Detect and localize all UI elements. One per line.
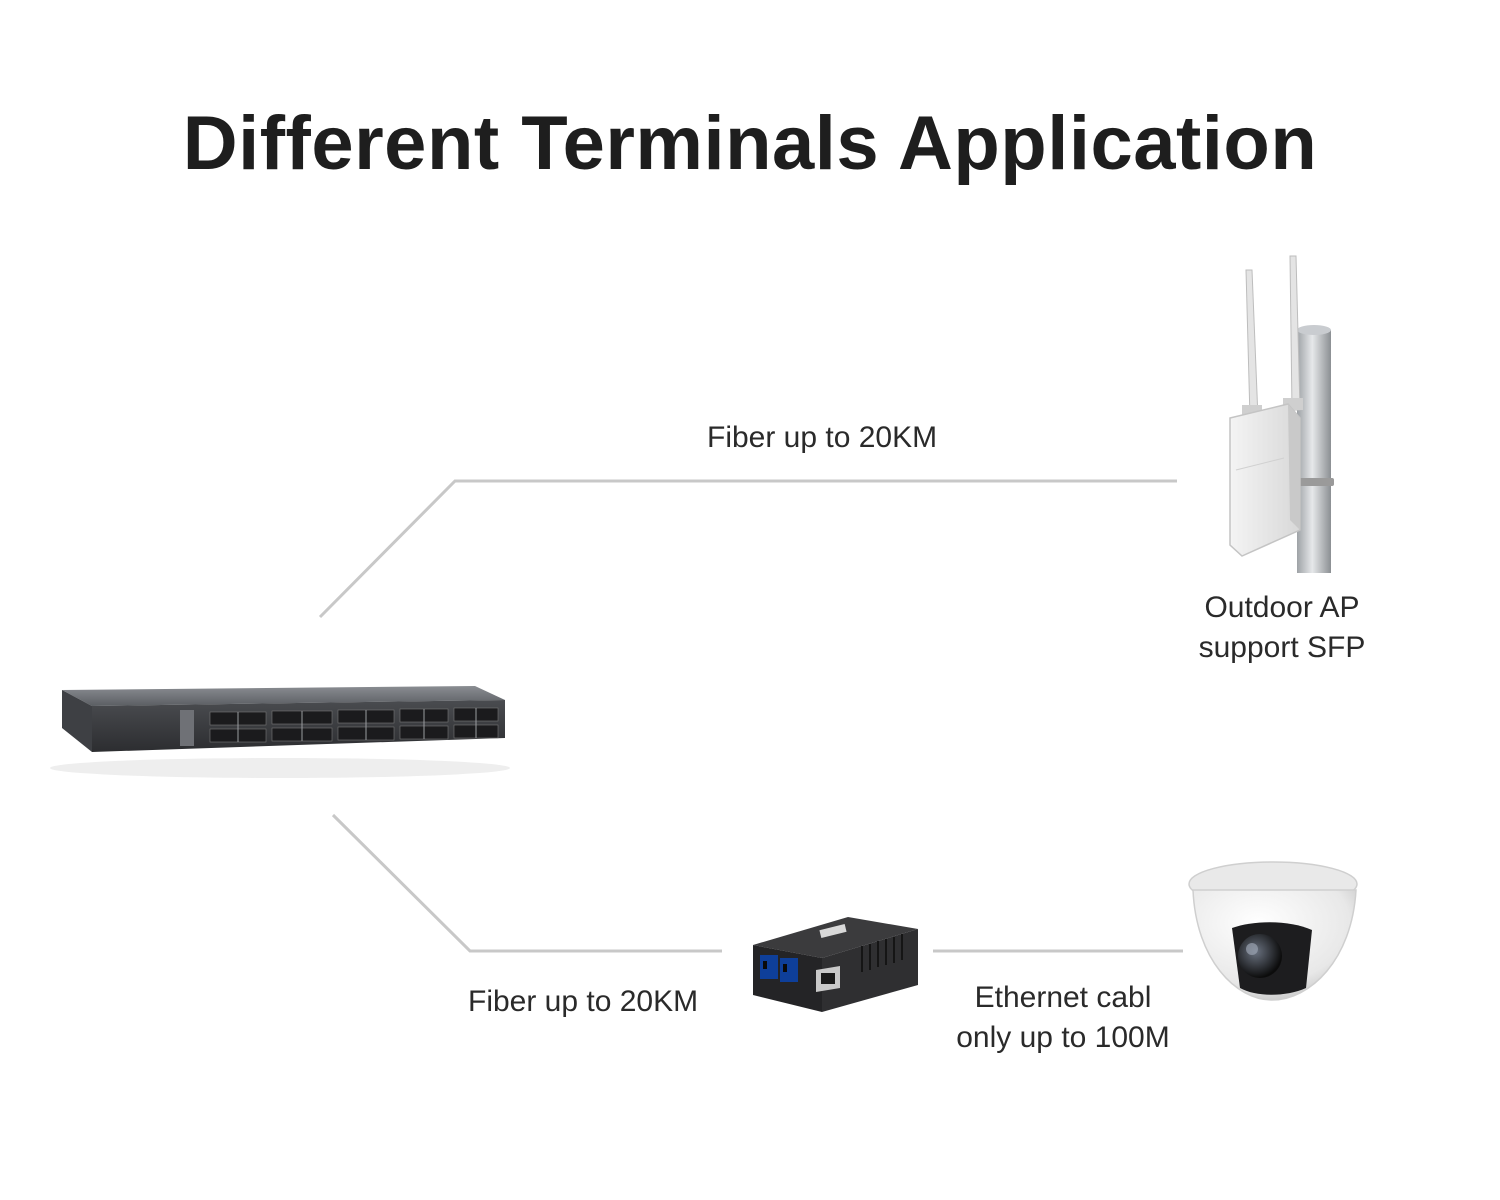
outdoor-access-point-icon	[1229, 255, 1334, 573]
ethernet-label: Ethernet cabl only up to 100M	[928, 978, 1198, 1058]
bottom-fiber-connector	[331, 813, 722, 953]
bottom-fiber-label: Fiber up to 20KM	[468, 985, 699, 1018]
outdoor-ap-label-line2: support SFP	[1198, 631, 1366, 664]
ethernet-label-line2: only up to 100M	[956, 1021, 1170, 1054]
dome-camera-icon	[1188, 861, 1358, 1001]
network-switch-icon	[50, 686, 510, 778]
ethernet-label-line1: Ethernet cabl	[974, 981, 1152, 1014]
outdoor-ap-label-line1: Outdoor AP	[1204, 591, 1360, 624]
media-converter-icon	[753, 917, 918, 1012]
outdoor-ap-label: Outdoor AP support SFP	[1166, 588, 1398, 668]
top-fiber-label: Fiber up to 20KM	[707, 421, 938, 454]
page-title: Different Terminals Application	[182, 101, 1318, 186]
top-fiber-connector	[318, 479, 1177, 619]
